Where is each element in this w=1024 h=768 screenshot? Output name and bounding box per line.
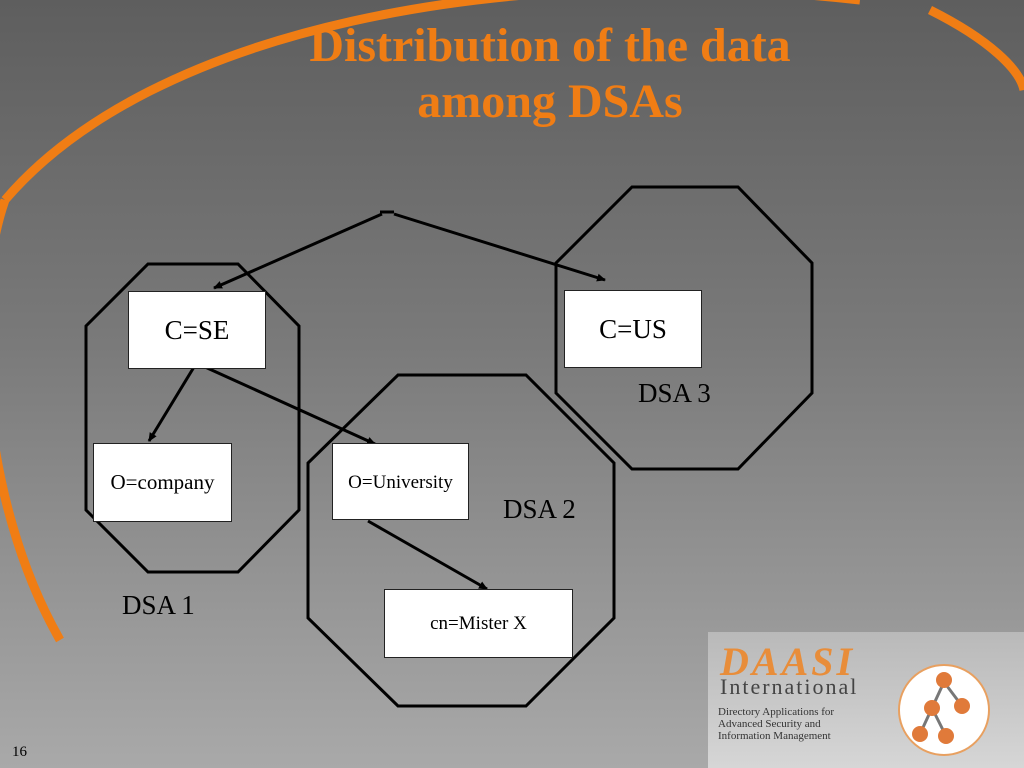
page-number: 16 bbox=[12, 744, 27, 760]
dsa1-boundary bbox=[84, 262, 301, 574]
dsa3-label: DSA 3 bbox=[638, 378, 711, 408]
node-o-university-label: O=University bbox=[348, 472, 453, 493]
logo-tagline-1: Directory Applications for bbox=[718, 706, 835, 718]
logo-tagline: Directory Applications for Advanced Secu… bbox=[718, 706, 908, 742]
slide-title: Distribution of the data among DSAs bbox=[150, 18, 950, 130]
arrow-c-se-to-o-university bbox=[204, 365, 376, 446]
dsa2-label: DSA 2 bbox=[503, 494, 576, 524]
logo-name: DAASI bbox=[720, 639, 856, 684]
logo-tagline-3: Information Management bbox=[718, 730, 831, 742]
node-c-se[interactable]: C=SE bbox=[128, 291, 266, 369]
node-o-university[interactable]: O=University bbox=[332, 443, 469, 520]
decorative-orange-arc bbox=[0, 0, 1024, 643]
node-c-us-label: C=US bbox=[599, 313, 667, 344]
node-c-us[interactable]: C=US bbox=[564, 290, 702, 368]
arrow-root-to-c-se bbox=[213, 212, 383, 290]
logo-tree-icon bbox=[898, 664, 990, 756]
logo-tagline-2: Advanced Security and bbox=[718, 718, 821, 730]
title-line-2: among DSAs bbox=[417, 75, 683, 128]
dsa2-boundary bbox=[306, 373, 616, 708]
dsa3-boundary bbox=[554, 185, 814, 471]
title-line-1: Distribution of the data bbox=[309, 19, 791, 72]
node-c-se-label: C=SE bbox=[164, 314, 230, 345]
arrow-root-to-c-us bbox=[393, 212, 606, 282]
node-cn-mister-x-label: cn=Mister X bbox=[430, 612, 527, 634]
node-o-company-label: O=company bbox=[110, 470, 215, 494]
logo-subtitle: International bbox=[720, 674, 859, 699]
dsa1-label: DSA 1 bbox=[122, 590, 195, 620]
daasi-logo: DAASI International Directory Applicatio… bbox=[708, 632, 1024, 768]
node-cn-mister-x[interactable]: cn=Mister X bbox=[384, 589, 573, 658]
arrow-o-university-to-cn bbox=[367, 519, 488, 591]
node-o-company[interactable]: O=company bbox=[93, 443, 232, 522]
arrow-c-se-to-o-company bbox=[147, 366, 196, 442]
